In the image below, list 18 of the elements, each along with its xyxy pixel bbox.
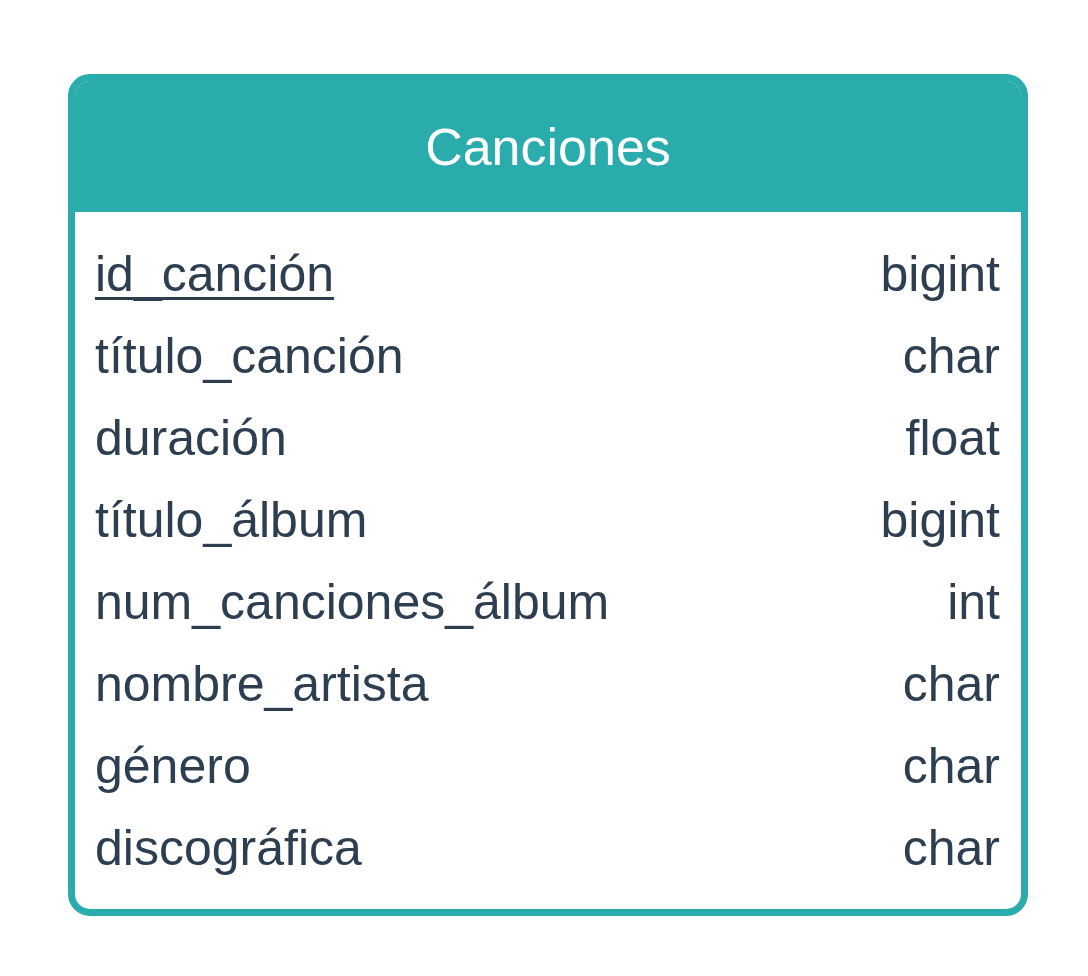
column-type: bigint — [880, 246, 1000, 304]
column-name: nombre_artista — [95, 656, 429, 714]
column-name: num_canciones_álbum — [95, 574, 610, 632]
column-name: duración — [95, 410, 287, 468]
column-type: int — [947, 574, 1000, 632]
entity-table — [68, 74, 1028, 916]
table-header: Canciones — [75, 81, 1021, 212]
column-type: float — [905, 410, 1000, 468]
column-type: bigint — [880, 492, 1000, 550]
column-name: género — [95, 738, 251, 796]
primary-key-column: id_canción — [95, 246, 335, 304]
column-name: discográfica — [95, 820, 362, 878]
column-type: char — [902, 820, 1000, 878]
column-name: título_álbum — [95, 492, 368, 550]
column-name: título_canción — [95, 328, 404, 386]
column-type: char — [902, 328, 1000, 386]
column-type: char — [902, 656, 1000, 714]
column-type: char — [902, 738, 1000, 796]
